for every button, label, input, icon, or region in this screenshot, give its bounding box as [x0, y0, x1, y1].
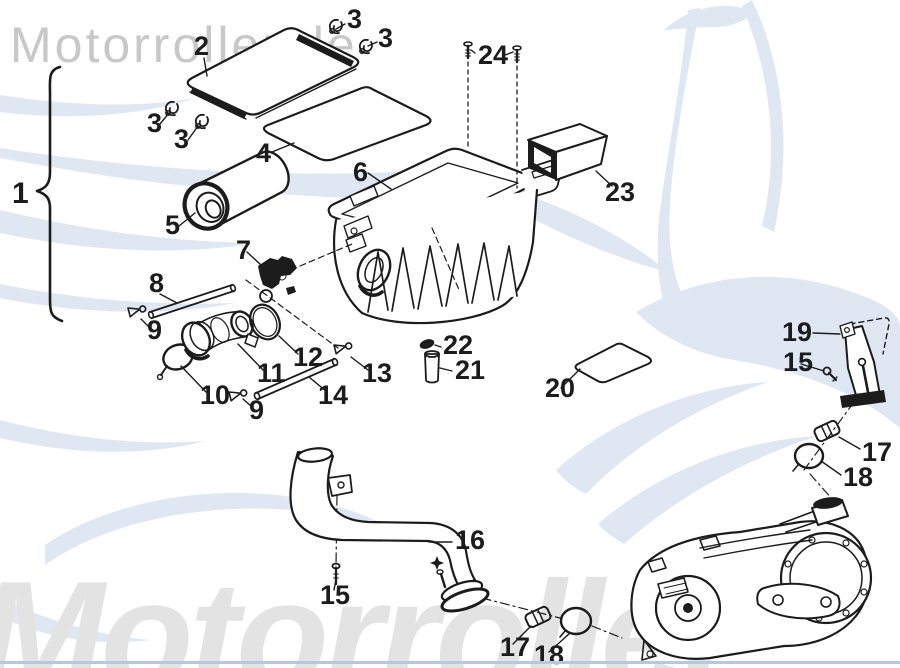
part-14-rod — [253, 357, 339, 401]
leader-lines — [140, 23, 861, 653]
part-label-23: 23 — [605, 177, 635, 207]
part-label-1: 1 — [12, 177, 29, 210]
part-label-24: 24 — [478, 40, 508, 70]
part-15-screw — [822, 366, 838, 382]
watermark-bottom-text: Motorroller — [0, 550, 740, 668]
part-label-3: 3 — [347, 4, 362, 34]
part-label-14: 14 — [318, 380, 348, 410]
part-6-housing — [327, 147, 565, 325]
part-23-snorkel — [527, 123, 608, 181]
part-label-3: 3 — [174, 124, 189, 154]
part-label-10: 10 — [200, 380, 230, 410]
part-3-clip — [358, 38, 373, 55]
part-1-brace — [35, 65, 64, 323]
part-label-4: 4 — [256, 138, 271, 168]
part-label-17: 17 — [500, 632, 530, 662]
part-5-filter-element — [182, 150, 290, 231]
part-label-8: 8 — [149, 268, 164, 298]
part-label-17: 17 — [862, 437, 892, 467]
bottom-divider-line — [0, 661, 900, 664]
part-label-13: 13 — [362, 358, 392, 388]
part-20-gasket — [574, 342, 652, 384]
part-label-9: 9 — [147, 315, 162, 345]
part-label-21: 21 — [455, 355, 485, 385]
part-16-intake-tube — [289, 447, 490, 613]
part-label-6: 6 — [353, 157, 368, 187]
part-3-clip — [194, 113, 209, 130]
part-22-nut — [419, 339, 435, 349]
part-label-22: 22 — [443, 330, 473, 360]
part-label-3: 3 — [378, 23, 393, 53]
part-label-11: 11 — [257, 358, 286, 388]
part-17-spacer — [813, 419, 841, 443]
part-9-clamp — [127, 305, 147, 318]
part-24-screws — [463, 41, 522, 189]
part-label-3: 3 — [147, 108, 162, 138]
part-label-15: 15 — [783, 347, 813, 377]
part-17-spacer — [524, 605, 552, 629]
part-21-plug — [424, 350, 440, 384]
part-label-7: 7 — [236, 235, 251, 265]
part-label-5: 5 — [165, 210, 180, 240]
part-11-boot — [180, 310, 254, 361]
part-label-19: 19 — [782, 317, 812, 347]
part-label-20: 20 — [545, 373, 575, 403]
crankcase-cover — [630, 497, 873, 661]
part-label-12: 12 — [293, 342, 323, 372]
part-label-2: 2 — [194, 31, 209, 61]
part-12-hose-clamp — [244, 303, 281, 348]
part-label-15: 15 — [320, 580, 350, 610]
part-19-bracket — [839, 317, 890, 408]
part-4-gasket — [262, 86, 432, 162]
part-label-18: 18 — [843, 462, 873, 492]
part-8-tube — [147, 283, 237, 320]
part-18-oring — [559, 442, 825, 638]
part-13-clamp — [333, 342, 353, 355]
part-labels: 1 2 3 3 3 3 4 5 6 7 8 9 9 10 11 12 13 14… — [12, 4, 892, 668]
assembly-axis-lines — [245, 227, 855, 639]
part-label-16: 16 — [455, 525, 485, 555]
part-2-cover — [186, 27, 360, 120]
part-7-fitting — [258, 256, 297, 303]
part-3-clip — [164, 100, 179, 117]
part-9-clamp — [228, 389, 248, 402]
part-label-9: 9 — [249, 395, 264, 425]
